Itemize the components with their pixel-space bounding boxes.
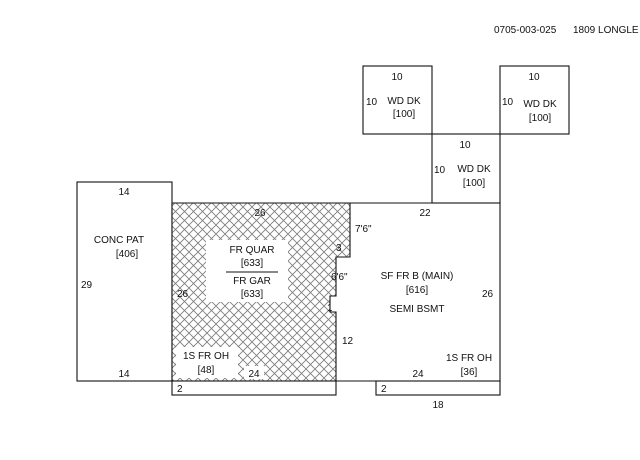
- overhang-right-area: [36]: [461, 367, 478, 378]
- garage-dim-left: 26: [177, 289, 189, 300]
- deck-top-left: 10 10 WD DK [100]: [362, 65, 433, 135]
- main-dim-step-b: 6'6": [331, 272, 348, 283]
- concrete-patio: 14 CONC PAT [406] 29 14: [76, 181, 173, 382]
- overhang-right-dim-left: 2: [381, 384, 387, 395]
- deck-top-right-dim-left: 10: [502, 97, 514, 108]
- patio-dim-top: 14: [118, 187, 130, 198]
- patio-area: [406]: [116, 249, 138, 260]
- garage-dim-bottom: 24: [248, 369, 260, 380]
- overhang-left-dim: 2: [177, 384, 183, 395]
- deck-mid-label: WD DK: [457, 164, 491, 175]
- main-dim-top: 22: [419, 208, 431, 219]
- deck-top-left-dim-top: 10: [391, 72, 403, 83]
- deck-mid-dim-left: 10: [434, 165, 446, 176]
- patio-label: CONC PAT: [94, 235, 144, 246]
- garage-dim-top: 26: [254, 208, 266, 219]
- garage-label-lower: FR GAR: [233, 276, 271, 287]
- overhang-left: 1S FR OH [48] 2: [171, 351, 337, 396]
- deck-mid: 10 10 WD DK [100]: [431, 133, 501, 204]
- deck-mid-area: [100]: [463, 178, 485, 189]
- garage-label-upper: FR QUAR: [230, 245, 275, 256]
- patio-dim-left: 29: [81, 280, 93, 291]
- deck-top-right-dim-top: 10: [528, 72, 540, 83]
- deck-top-left-area: [100]: [393, 109, 415, 120]
- overhang-left-area: [48]: [198, 365, 215, 376]
- parcel-id: 0705-003-025: [494, 25, 557, 36]
- deck-top-left-dim-left: 10: [366, 97, 378, 108]
- deck-top-left-label: WD DK: [387, 96, 421, 107]
- garage-dim-step-b: 1: [327, 303, 333, 314]
- overhang-right: 1S FR OH [36] 2 18: [375, 353, 501, 411]
- overhang-left-label-backdrop: [176, 347, 238, 378]
- address-label: 1809 LONGLE: [573, 25, 639, 36]
- garage-area-lower: [633]: [241, 289, 263, 300]
- overhang-right-dim-bottom: 18: [432, 400, 444, 411]
- deck-top-right-label: WD DK: [523, 99, 557, 110]
- deck-mid-dim-top: 10: [459, 140, 471, 151]
- overhang-right-label: 1S FR OH: [446, 353, 492, 364]
- main-label: SF FR B (MAIN): [381, 271, 454, 282]
- garage-dim-step-a: 3: [336, 243, 342, 254]
- patio-dim-bottom: 14: [118, 369, 130, 380]
- garage-area-upper: [633]: [241, 258, 263, 269]
- main-sublabel: SEMI BSMT: [389, 304, 444, 315]
- deck-top-right-area: [100]: [529, 113, 551, 124]
- garage-label-backdrop: [206, 240, 288, 302]
- main-dim-left: 12: [342, 336, 354, 347]
- deck-top-right: 10 10 WD DK [100]: [499, 65, 570, 135]
- garage-dim-bottom-backdrop: [244, 366, 264, 379]
- main-dim-right: 26: [482, 289, 494, 300]
- overhang-left-label: 1S FR OH: [183, 351, 229, 362]
- garage-quarters: 26 FR QUAR [633] FR GAR [633] 26 3 1 24: [171, 202, 351, 382]
- main-dim-step-a: 7'6": [355, 224, 372, 235]
- main-area: [616]: [406, 285, 428, 296]
- main-dim-bottom: 24: [412, 369, 424, 380]
